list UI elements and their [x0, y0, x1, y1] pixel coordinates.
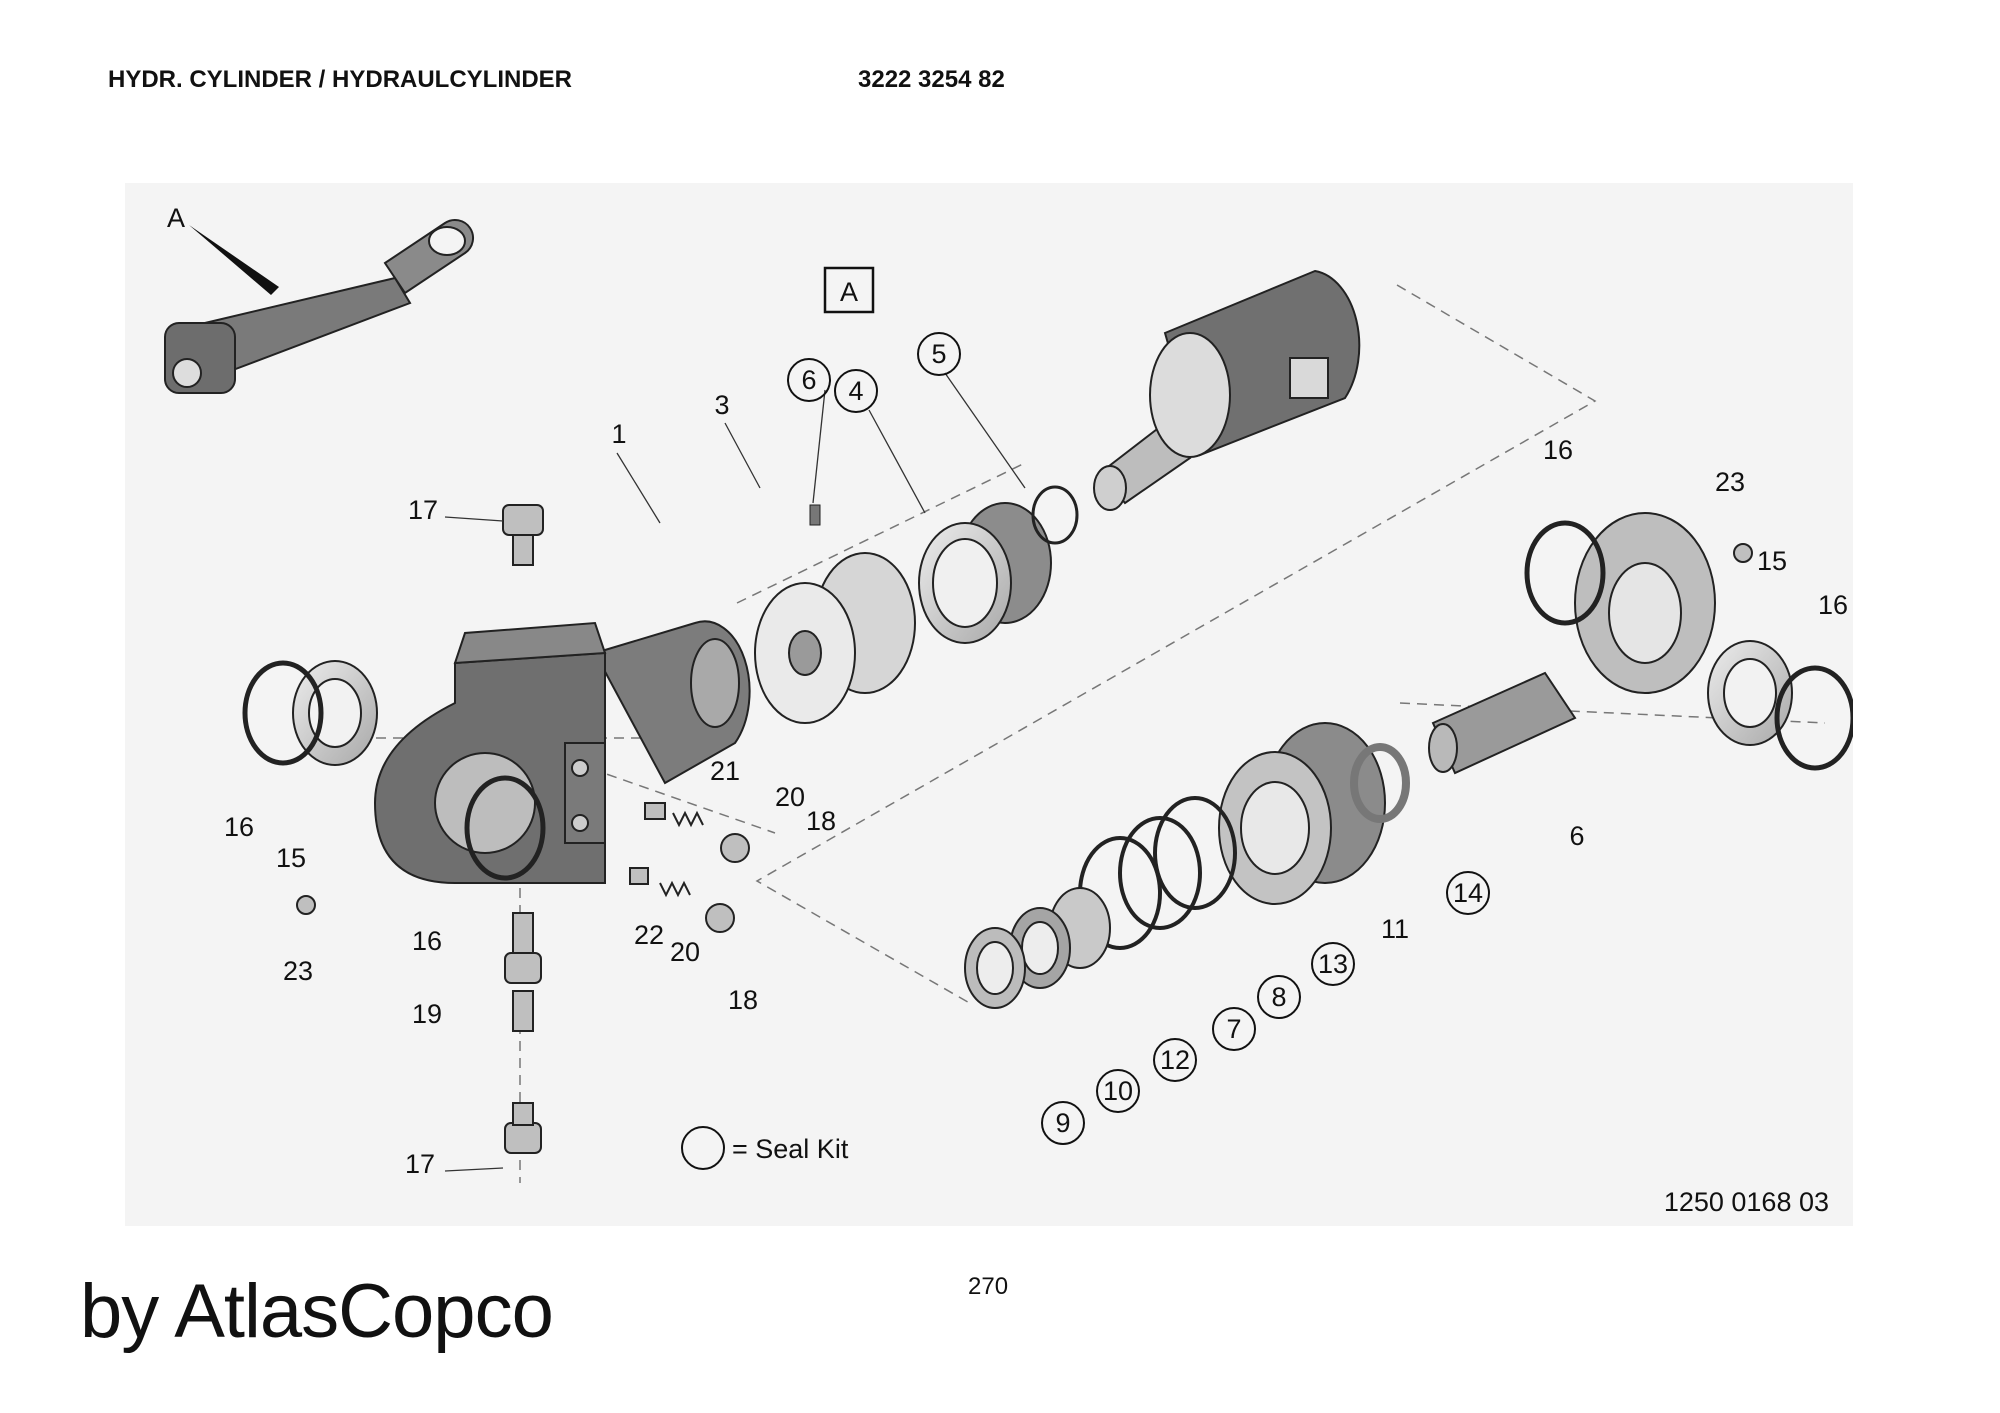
callout-label: 21 [710, 756, 740, 786]
callout-label: 8 [1271, 982, 1286, 1012]
view-box-letter: A [840, 277, 858, 307]
callout-label: 16 [1818, 590, 1848, 620]
wiper-and-seals [964, 887, 1111, 1009]
set-screw [809, 504, 821, 526]
callout-label: 16 [224, 812, 254, 842]
callout-circle-icon [1212, 1007, 1256, 1051]
exploded-view-drawing: A A [164, 203, 1853, 1183]
callout-label: 22 [634, 920, 664, 950]
callout-label: 4 [848, 376, 863, 406]
callout-label: 11 [1381, 914, 1409, 944]
callout-circle-icon [1311, 942, 1355, 986]
callout-label: 10 [1103, 1076, 1133, 1106]
callout-label: 17 [408, 495, 438, 525]
callout-label: 23 [1715, 467, 1745, 497]
cylinder-barrel [1149, 269, 1361, 458]
callout-label: 15 [276, 843, 306, 873]
callout-label: 20 [775, 782, 805, 812]
callout-label: 14 [1453, 878, 1483, 908]
callout-circle-icon [787, 358, 831, 402]
cylinder-housing [373, 620, 751, 884]
document-number: 3222 3254 82 [858, 66, 1005, 93]
callout-label: 12 [1160, 1045, 1190, 1075]
overview-cylinder [164, 218, 474, 394]
view-marker-letter: A [167, 203, 185, 233]
seal-rings [1078, 743, 1410, 950]
callout-label: 1 [611, 419, 626, 449]
callout-label: 16 [412, 926, 442, 956]
legend-circle-icon [681, 1126, 725, 1170]
callout-label: 5 [931, 339, 946, 369]
view-box: A [823, 266, 875, 314]
callout-label: 16 [1543, 435, 1573, 465]
piston [754, 552, 916, 724]
callout-circle-icon [1153, 1038, 1197, 1082]
view-arrow [189, 225, 279, 295]
callout-label: 23 [283, 956, 313, 986]
callout-circle-icon [1041, 1101, 1085, 1145]
rod-eye [1428, 512, 1716, 775]
cylinder-gland [1218, 722, 1386, 905]
callout-label: 13 [1318, 949, 1348, 979]
springs [659, 810, 704, 898]
exploded-view-panel: A A [125, 183, 1853, 1226]
guide-ring [918, 502, 1052, 644]
leader-lines [444, 372, 1026, 1172]
view-marker: A [167, 203, 279, 295]
circlips [242, 520, 1853, 881]
drawing-number: 1250 0168 03 [1663, 1187, 1829, 1217]
valves-and-fittings [296, 504, 1753, 1154]
callout-label: 15 [1757, 546, 1787, 576]
callout-label: 20 [670, 937, 700, 967]
callout-label: 6 [801, 365, 816, 395]
o-ring-5 [1031, 485, 1079, 545]
page-number: 270 [968, 1273, 1009, 1300]
callout-label: 18 [728, 985, 758, 1015]
callout-circle-icon [917, 332, 961, 376]
callout-label: 19 [412, 999, 442, 1029]
legend-text: = Seal Kit [732, 1134, 849, 1164]
callout-circle-icon [1096, 1069, 1140, 1113]
callout-circle-icon [1446, 871, 1490, 915]
callout-label: 7 [1226, 1014, 1241, 1044]
callout-label: 17 [405, 1149, 435, 1179]
callout-label: 3 [714, 390, 729, 420]
callout-label: 9 [1055, 1108, 1070, 1138]
document-title: HYDR. CYLINDER / HYDRAULCYLINDER [108, 66, 573, 93]
callout-label: 6 [1569, 821, 1584, 851]
callout-circle-icon [1257, 975, 1301, 1019]
callout-circle-icon [834, 369, 878, 413]
brand-text: by AtlasCopco [80, 1269, 554, 1354]
callout-label: 18 [806, 806, 836, 836]
